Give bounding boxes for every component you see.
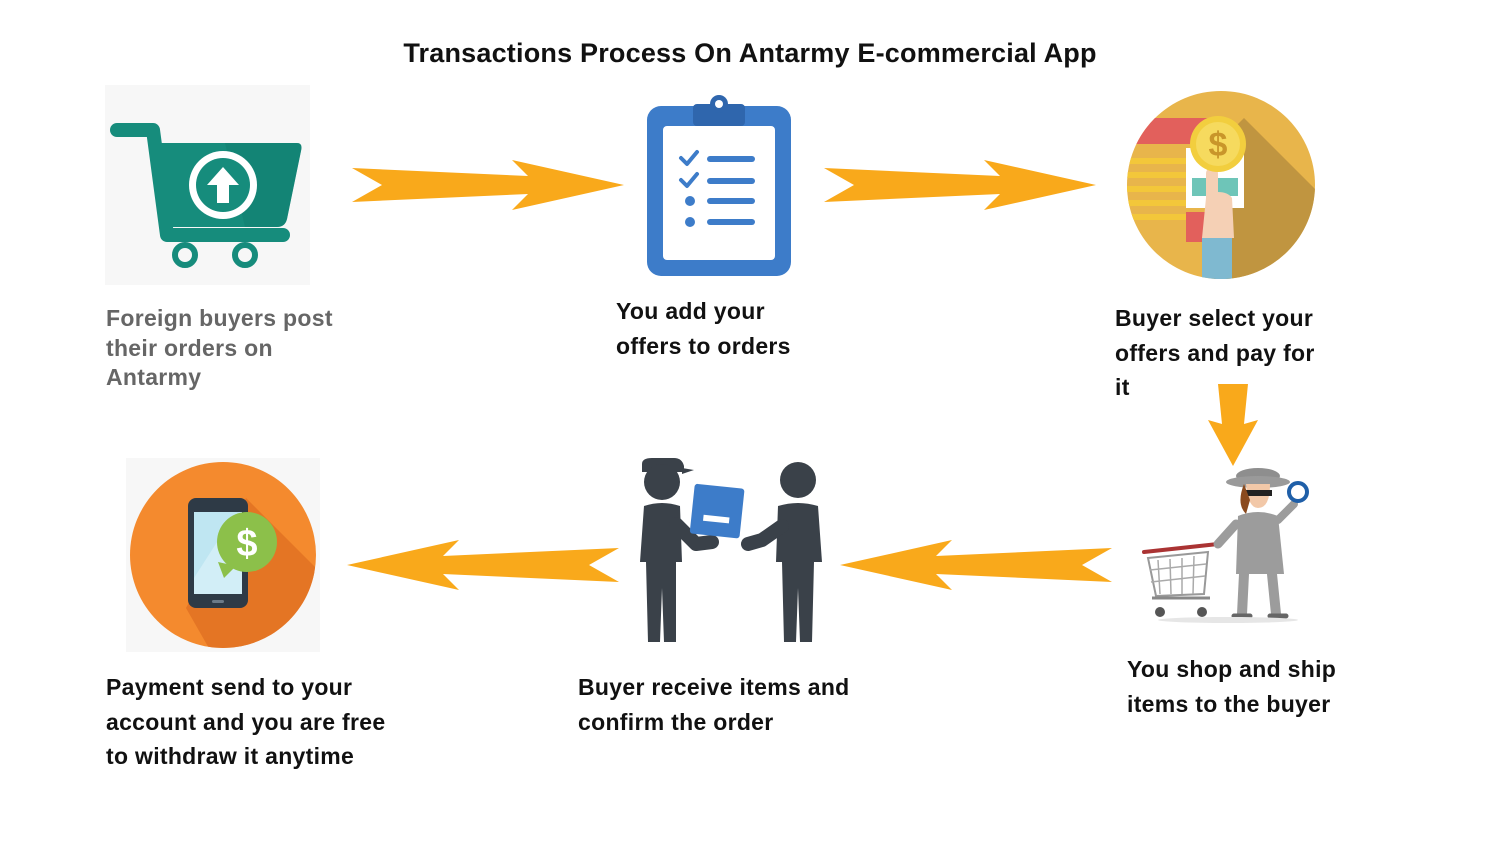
shopping-cart-upload-icon <box>105 85 310 285</box>
step-1-caption: Foreign buyers post their orders on Anta… <box>106 305 333 390</box>
arrow-left-icon <box>347 540 619 590</box>
arrow-right-icon <box>824 160 1096 210</box>
svg-text:$: $ <box>1209 126 1228 164</box>
payment-selection-icon: $ <box>1127 91 1315 279</box>
step-5-caption: Buyer receive items and confirm the orde… <box>578 674 850 735</box>
package-handover-icon <box>640 458 822 642</box>
shopper-with-cart-icon <box>1142 468 1309 623</box>
arrow-down-icon <box>1208 384 1258 466</box>
step-4-caption: You shop and ship items to the buyer <box>1127 656 1337 717</box>
step-6-caption: Payment send to your account and you are… <box>106 674 386 769</box>
mobile-payment-icon: $ <box>126 458 320 652</box>
svg-text:$: $ <box>236 523 257 565</box>
step-3-caption: Buyer select your offers and pay for it <box>1115 305 1315 400</box>
arrow-right-icon <box>352 160 624 210</box>
step-2-caption: You add your offers to orders <box>616 298 791 359</box>
page-title: Transactions Process On Antarmy E-commer… <box>403 38 1097 68</box>
clipboard-checklist-icon <box>647 95 791 276</box>
arrow-left-icon <box>840 540 1112 590</box>
